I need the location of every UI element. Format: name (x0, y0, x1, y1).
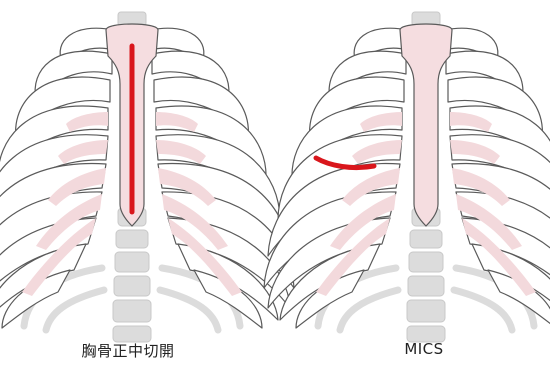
caption-mics: MICS (324, 340, 524, 358)
caption-sternotomy: 胸骨正中切開 (28, 340, 228, 361)
right-ribcage (264, 12, 550, 342)
left-ribcage (0, 12, 294, 342)
